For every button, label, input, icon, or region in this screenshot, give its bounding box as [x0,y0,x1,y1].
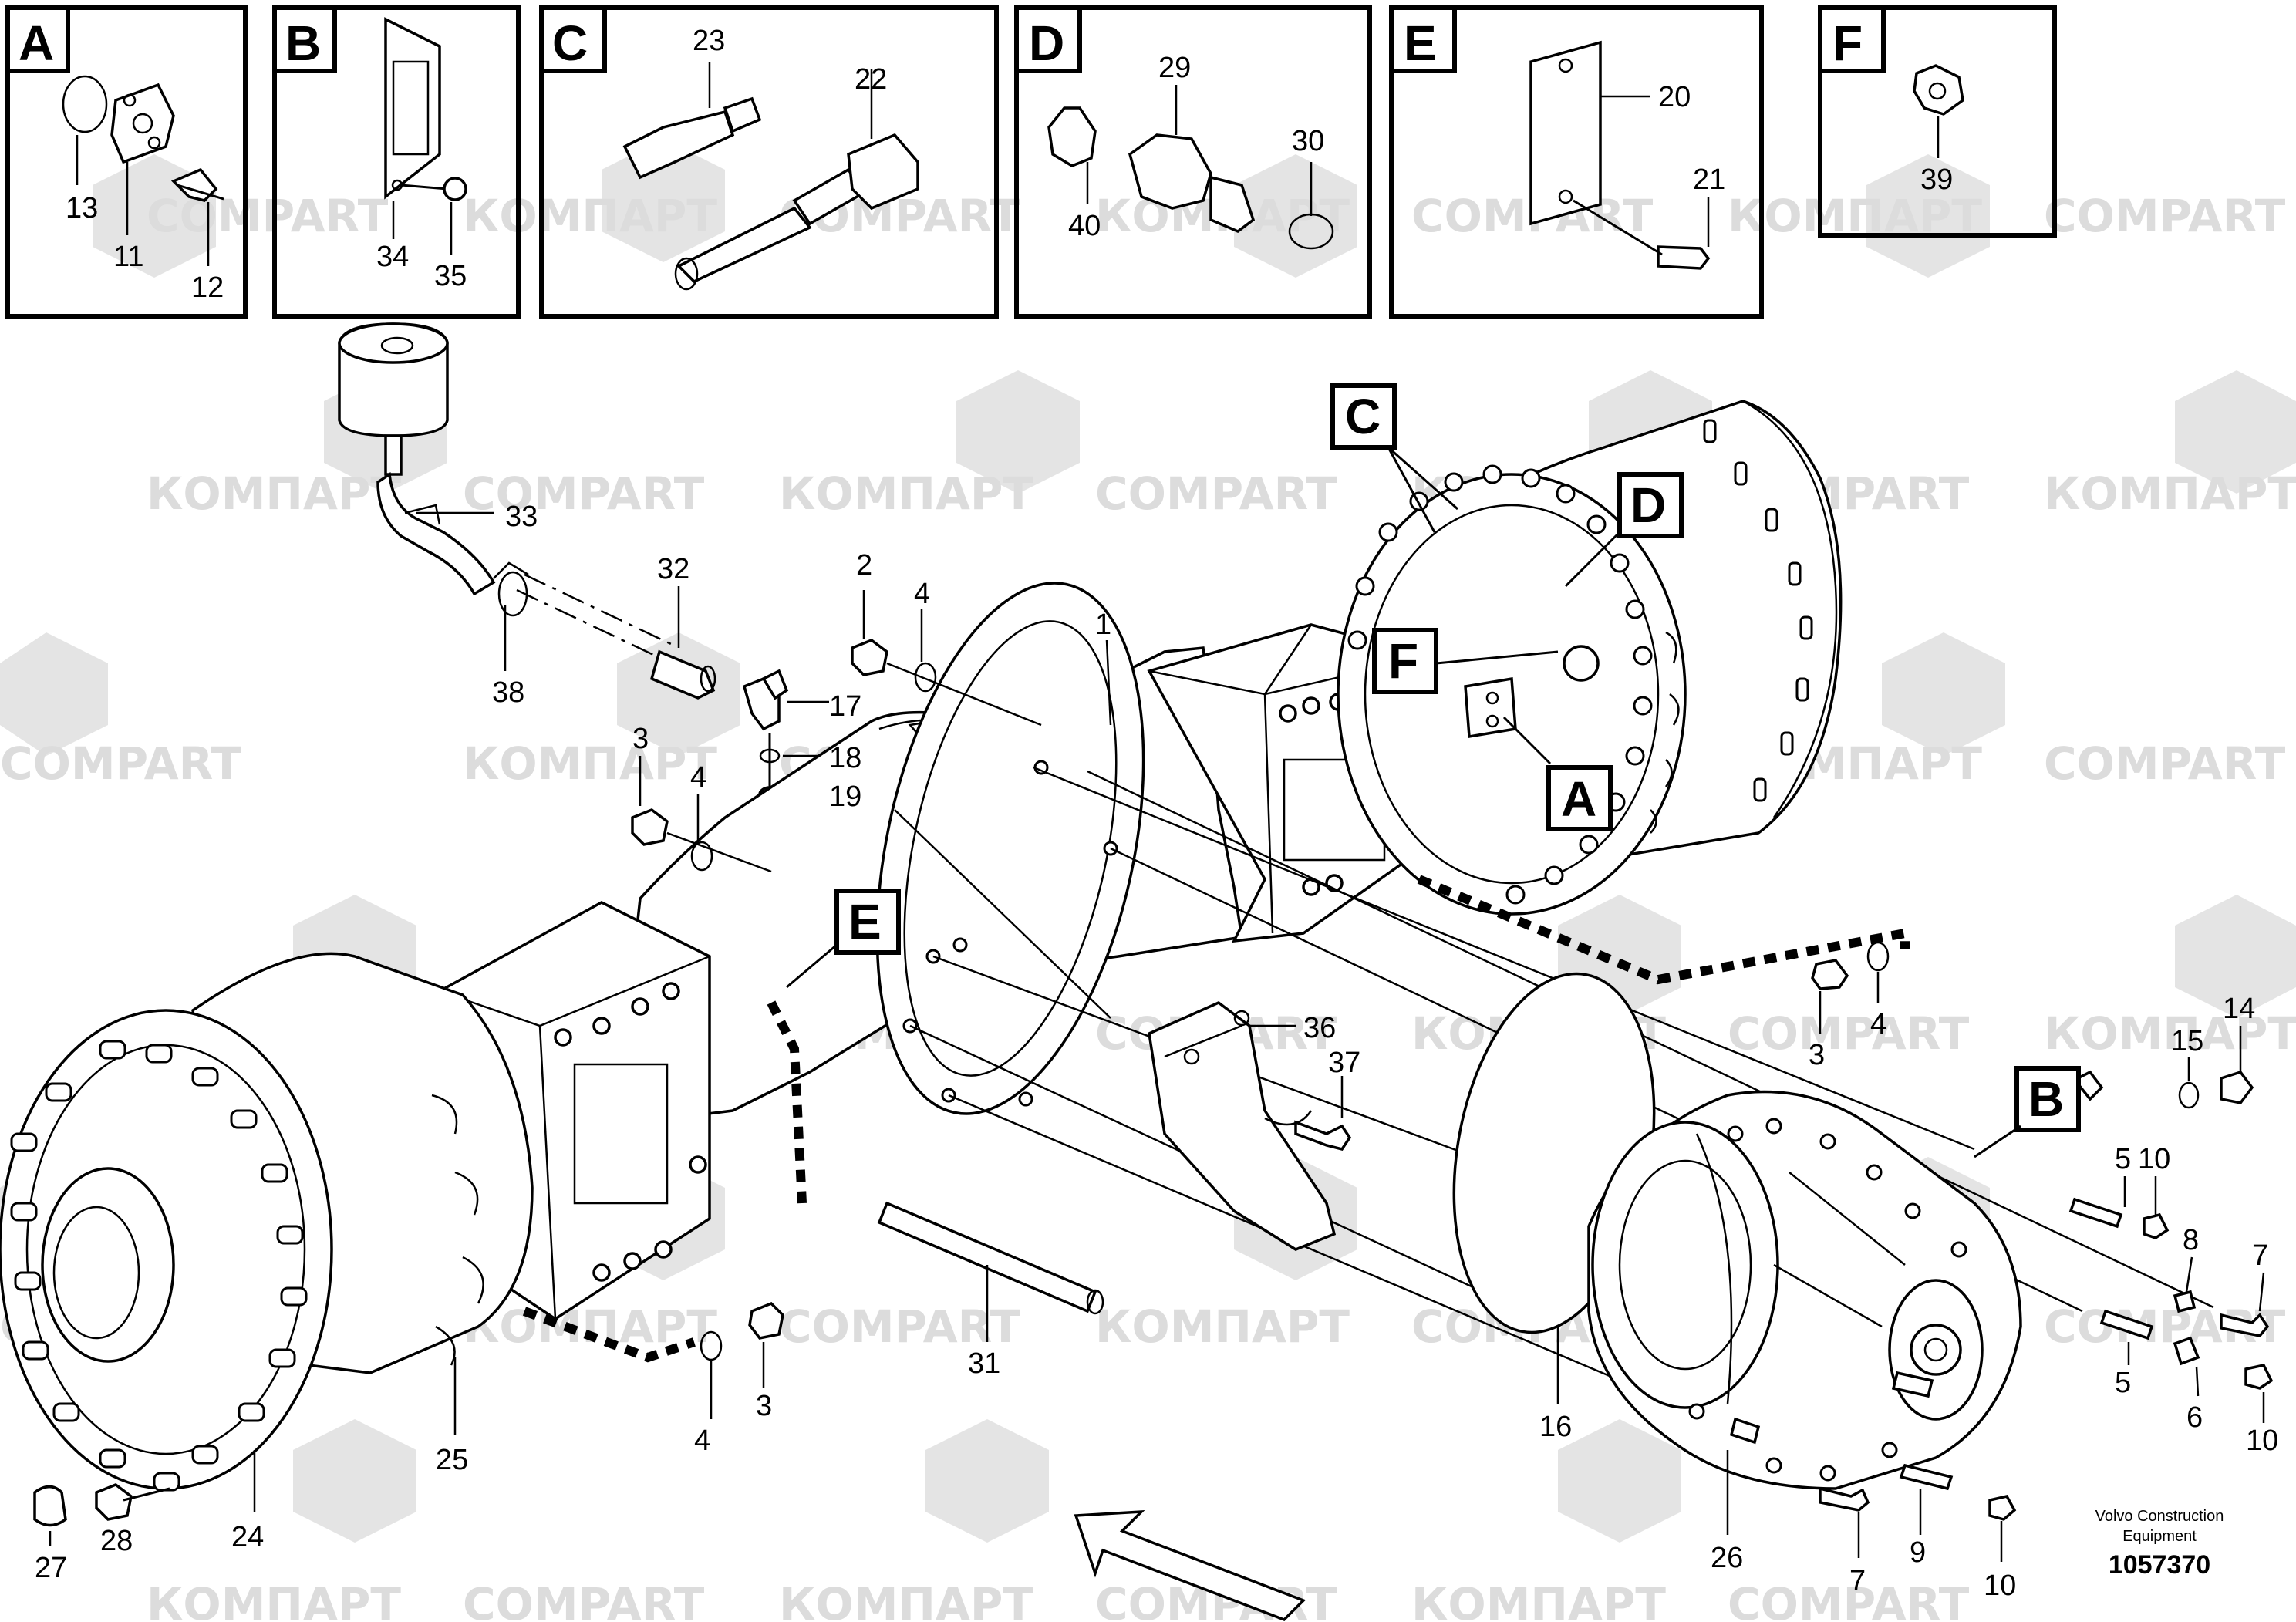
callout-14: 14 [2223,993,2255,1025]
svg-text:КОМПАРТ: КОМПАРТ [463,737,717,790]
detail-panel-b: B 34 35 [272,5,521,319]
svg-text:COMPART: COMPART [2044,190,2286,242]
panel-letter: F [1832,15,1863,71]
footer-credit: Volvo Construction Equipment 1057370 [2095,1508,2224,1580]
svg-text:COMPART: COMPART [1095,467,1337,520]
footer-line2: Equipment [2122,1528,2197,1545]
detail-panel-c: C 23 22 [539,5,999,319]
svg-text:КОМПАРТ: КОМПАРТ [2044,1007,2296,1060]
callout-33: 33 [505,501,538,533]
callout-label: 13 [66,192,98,224]
callout-24: 24 [231,1521,264,1553]
callout-32: 32 [657,553,689,585]
callout-leaders [49,590,2265,1562]
callout-1: 1 [1095,609,1111,641]
flag-letter: B [2028,1071,2064,1127]
callout-label: 29 [1158,52,1191,84]
callout-4: 4 [694,1425,710,1457]
callout-3: 3 [632,723,649,755]
svg-text:COMPART: COMPART [463,1578,705,1622]
callout-10: 10 [2138,1143,2170,1175]
callout-18: 18 [829,742,861,774]
callout-7: 7 [1849,1565,1866,1597]
callout-label: 22 [855,63,887,96]
callout-4: 4 [914,578,930,610]
callout-label: 34 [376,241,409,273]
callout-8: 8 [2183,1224,2199,1256]
svg-text:КОМПАРТ: КОМПАРТ [779,467,1033,520]
watermark-text: COMPART [147,190,389,242]
svg-text:КОМПАРТ: КОМПАРТ [147,467,401,520]
callout-label: 23 [693,25,725,57]
callout-5: 5 [2115,1367,2131,1399]
svg-text:COMPART: COMPART [1728,1578,1970,1622]
callout-10: 10 [2246,1425,2278,1457]
flag-letter: A [1561,771,1596,827]
callout-label: 35 [434,260,467,292]
svg-text:COMPART: COMPART [0,737,242,790]
callout-9: 9 [1910,1536,1926,1569]
callout-3: 3 [1809,1039,1825,1071]
svg-text:КОМПАРТ: КОМПАРТ [463,1300,717,1353]
panel-letter: B [285,15,321,71]
svg-text:COMPART: COMPART [1728,1007,1970,1060]
callout-label: 11 [113,241,143,273]
diagram-number: 1057370 [2109,1550,2210,1580]
svg-text:КОМПАРТ: КОМПАРТ [463,190,717,242]
panel-letter: E [1404,15,1437,71]
callout-7: 7 [2252,1239,2268,1272]
svg-text:КОМПАРТ: КОМПАРТ [2044,467,2296,520]
svg-text:КОМПАРТ: КОМПАРТ [779,1578,1033,1622]
callout-16: 16 [1539,1411,1572,1443]
callout-38: 38 [492,676,524,709]
callout-36: 36 [1303,1012,1336,1044]
svg-text:КОМПАРТ: КОМПАРТ [1095,1300,1350,1353]
detail-panel-d: D 29 30 40 [1014,5,1372,319]
callout-15: 15 [2171,1025,2203,1057]
callout-10: 10 [1984,1570,2016,1602]
axle-assembly [0,322,2274,1622]
callout-27: 27 [35,1552,67,1584]
callout-label: 40 [1068,210,1101,242]
callout-labels: 33 32 38 2 4 1 17 18 19 3 4 36 37 31 16 … [35,501,2278,1602]
flag-letter: D [1630,477,1666,533]
panel-letter: D [1029,15,1064,71]
callout-28: 28 [100,1525,133,1557]
callout-31: 31 [968,1347,1000,1380]
callout-4: 4 [1870,1008,1886,1040]
callout-17: 17 [829,690,861,723]
callout-label: 20 [1658,81,1691,113]
callout-4: 4 [690,761,706,794]
flag-letter: C [1345,389,1381,444]
callout-19: 19 [829,781,861,813]
detail-panel-f: F 39 [1818,5,2057,238]
callout-2: 2 [856,549,872,582]
svg-text:КОМПАРТ: КОМПАРТ [1411,1578,1666,1622]
callout-6: 6 [2186,1401,2203,1434]
callout-label: 39 [1920,164,1953,196]
callout-37: 37 [1328,1047,1360,1079]
svg-text:COMPART: COMPART [463,467,705,520]
callout-label: 30 [1292,125,1324,157]
footer-line1: Volvo Construction [2095,1508,2224,1525]
flag-letter: F [1388,633,1418,689]
svg-text:COMPART: COMPART [2044,737,2286,790]
callout-26: 26 [1711,1542,1743,1574]
panel-letter: A [19,15,54,71]
label-flags: C D F A E B [786,383,2081,1158]
detail-panel-e: E 20 21 [1389,5,1764,319]
callout-25: 25 [436,1444,468,1476]
flag-letter: E [848,894,882,949]
callout-label: 21 [1693,164,1725,196]
svg-text:КОМПАРТ: КОМПАРТ [147,1578,401,1622]
callout-5: 5 [2115,1143,2131,1175]
svg-text:COMPART: COMPART [779,1300,1021,1353]
detail-panel-a: A 13 11 12 [5,5,248,319]
callout-label: 12 [191,271,224,304]
callout-3: 3 [756,1390,772,1422]
panel-letter: C [552,15,588,71]
